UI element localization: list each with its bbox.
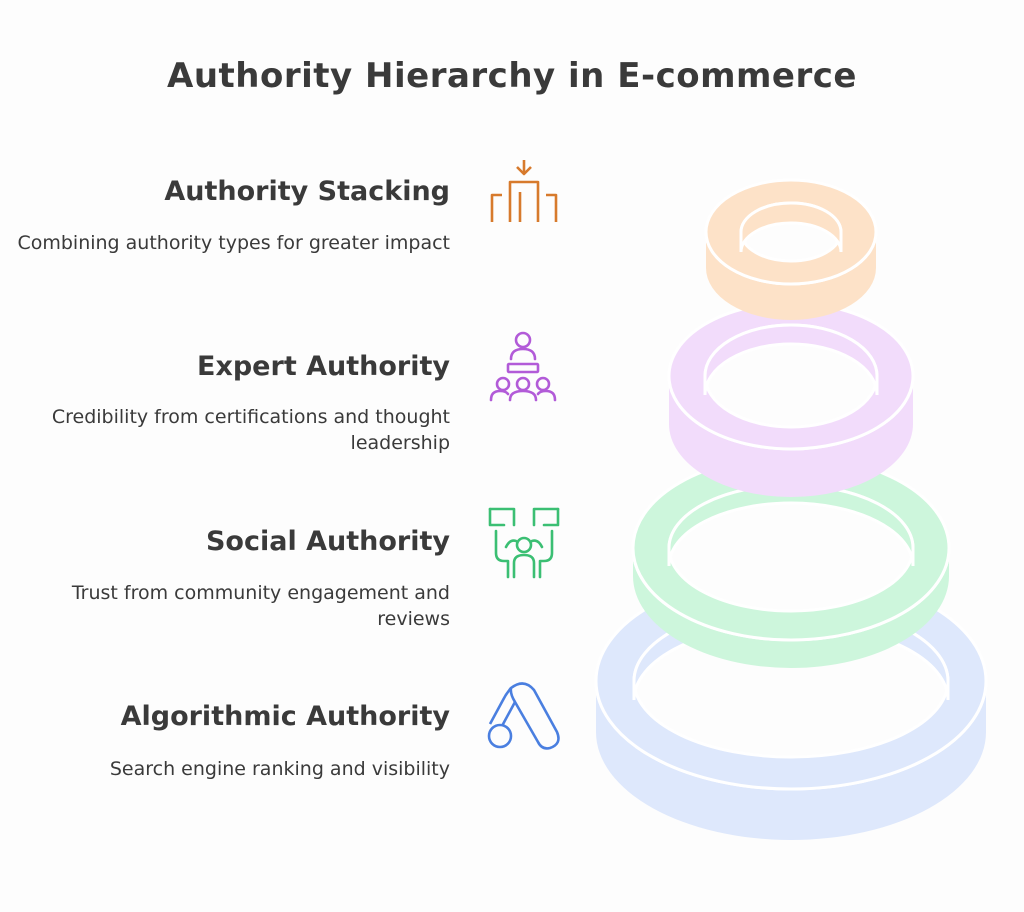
- item-description-expert-authority: Credibility from certifications and thou…: [51, 406, 450, 454]
- item-title-social-authority: Social Authority: [205, 526, 450, 557]
- google-ads-icon: [487, 682, 560, 750]
- item-description-authority-stacking: Combining authority types for greater im…: [17, 232, 450, 254]
- presenter-audience-icon: [489, 331, 557, 402]
- item-description-algorithmic-authority: Search engine ranking and visibility: [109, 758, 450, 780]
- page-title: Authority Hierarchy in E-commerce: [167, 56, 857, 96]
- item-title-algorithmic-authority: Algorithmic Authority: [120, 701, 450, 732]
- ring-expert-authority: [667, 301, 915, 497]
- item-title-expert-authority: Expert Authority: [197, 351, 450, 382]
- stacking-icon: [490, 160, 558, 222]
- item-title-authority-stacking: Authority Stacking: [164, 176, 450, 207]
- ring-authority-stacking: [704, 178, 878, 320]
- item-description-social-authority: Trust from community engagement and revi…: [71, 582, 450, 630]
- community-icon: [488, 507, 560, 579]
- ring-social-authority: [631, 454, 951, 668]
